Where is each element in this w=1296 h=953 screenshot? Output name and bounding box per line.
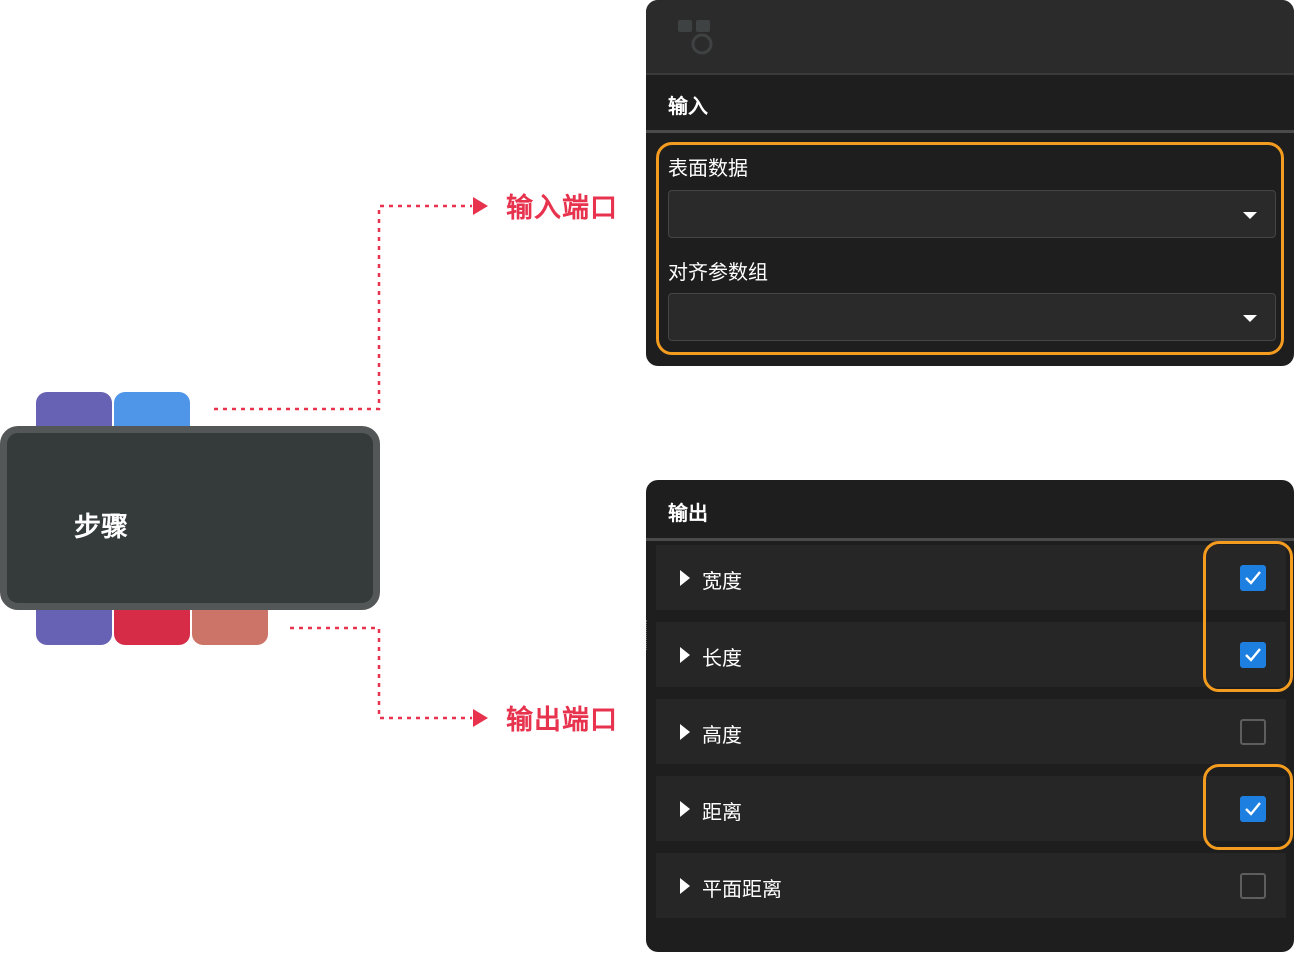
height-checkbox[interactable] xyxy=(1240,719,1266,745)
output-section-title: 输出 xyxy=(668,501,708,525)
alignment-params-label: 对齐参数组 xyxy=(668,260,768,284)
length-checkbox[interactable] xyxy=(1240,642,1266,668)
expand-arrow-icon[interactable] xyxy=(680,878,690,894)
expand-arrow-icon[interactable] xyxy=(680,647,690,663)
input-connector xyxy=(214,204,472,411)
output-row-label: 高度 xyxy=(702,723,742,747)
checkmark-icon xyxy=(1245,802,1261,816)
output-row-distance[interactable]: 距离 xyxy=(656,776,1286,841)
output-ports-callout: 输出端口 xyxy=(506,705,618,736)
output-row-label: 宽度 xyxy=(702,569,742,593)
caret-down-icon xyxy=(1243,315,1257,322)
output-row-plane-distance[interactable]: 平面距离 xyxy=(656,853,1286,918)
input-connector-arrowhead xyxy=(473,197,488,215)
checkmark-icon xyxy=(1245,648,1261,662)
output-section-divider xyxy=(646,538,1294,541)
output-connector xyxy=(290,626,472,720)
step-node[interactable]: 步骤 xyxy=(0,426,380,610)
checkmark-icon xyxy=(1245,571,1261,585)
output-panel: 输出 宽度 长度 高度 距离 平面距离 xyxy=(646,480,1294,952)
input-section-divider xyxy=(646,130,1294,133)
resize-grip[interactable] xyxy=(646,620,650,650)
width-checkbox[interactable] xyxy=(1240,565,1266,591)
alignment-params-select[interactable] xyxy=(668,293,1276,341)
surface-data-label: 表面数据 xyxy=(668,156,748,180)
input-ports-callout: 输入端口 xyxy=(506,193,618,224)
panel-header xyxy=(646,0,1294,75)
distance-checkbox[interactable] xyxy=(1240,796,1266,822)
input-section-title: 输入 xyxy=(668,94,708,118)
input-panel: 输入 表面数据 对齐参数组 xyxy=(646,0,1294,366)
output-connector-arrowhead xyxy=(473,709,488,727)
expand-arrow-icon[interactable] xyxy=(680,801,690,817)
plane-distance-checkbox[interactable] xyxy=(1240,873,1266,899)
expand-arrow-icon[interactable] xyxy=(680,570,690,586)
output-row-width[interactable]: 宽度 xyxy=(656,545,1286,610)
output-row-length[interactable]: 长度 xyxy=(656,622,1286,687)
step-node-icon xyxy=(678,20,713,55)
step-node-label: 步骤 xyxy=(74,512,128,543)
expand-arrow-icon[interactable] xyxy=(680,724,690,740)
surface-data-select[interactable] xyxy=(668,190,1276,238)
output-row-height[interactable]: 高度 xyxy=(656,699,1286,764)
caret-down-icon xyxy=(1243,212,1257,219)
output-row-label: 平面距离 xyxy=(702,877,782,901)
output-row-label: 长度 xyxy=(702,646,742,670)
output-row-label: 距离 xyxy=(702,800,742,824)
